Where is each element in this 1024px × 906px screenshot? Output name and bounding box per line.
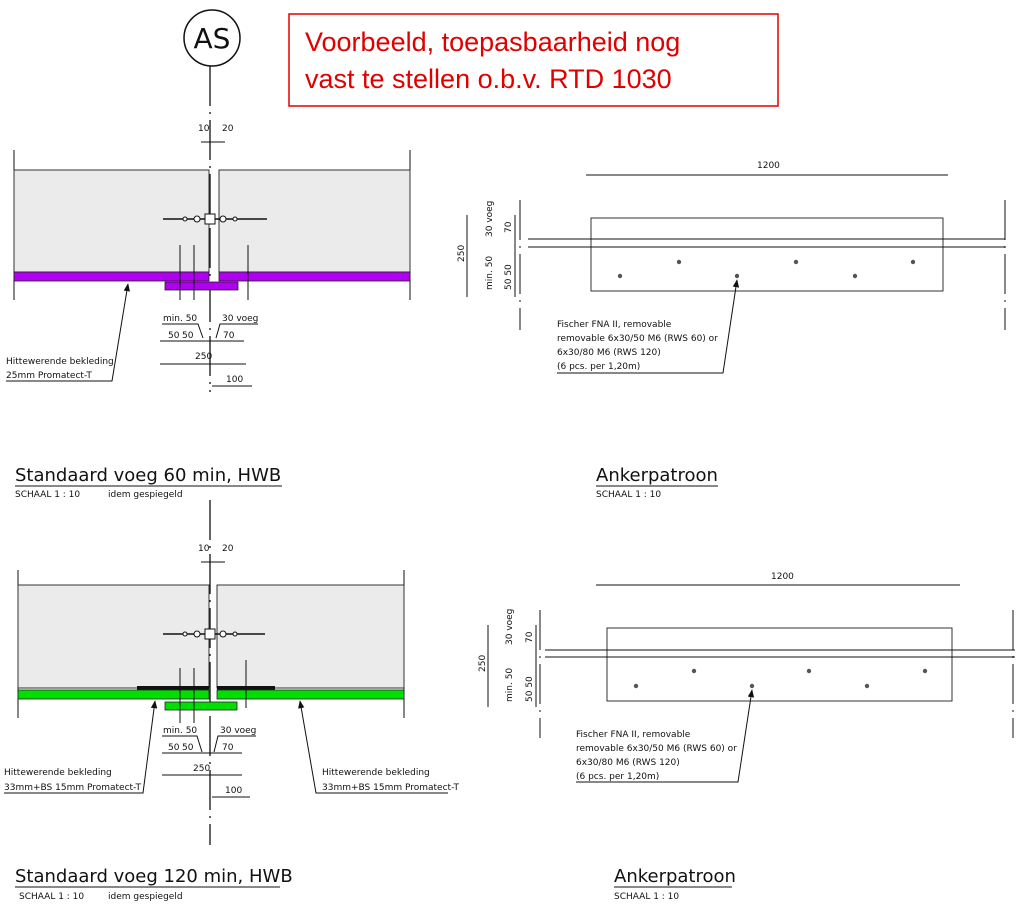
detail-note: idem gespiegeld [108, 892, 183, 902]
dim-1200: 1200 [757, 161, 780, 171]
dim-100: 100 [226, 375, 243, 385]
anchor-spec-line-4: (6 pcs. per 1,20m) [576, 772, 659, 782]
anchor-pattern-60: 1200 250 30 voeg 70 min. 50 50 50 Fische… [457, 161, 1006, 500]
anchor-spec-line-2: removable 6x30/50 M6 (RWS 60) or [557, 334, 718, 344]
dim-30-voeg: 30 voeg [220, 726, 256, 736]
anchor-point [806, 668, 812, 674]
dim-250: 250 [193, 764, 210, 774]
dim-50a: 50 [168, 331, 180, 341]
dim-250: 250 [195, 352, 212, 362]
concrete-panel-right [216, 584, 405, 689]
disclaimer-callout: Voorbeeld, toepasbaarheid nog vast te st… [288, 13, 779, 107]
anchor-point [793, 259, 799, 265]
cladding-label-right-line-1: Hittewerende bekleding [322, 768, 430, 778]
black-strip-left [137, 686, 209, 690]
dim-250: 250 [457, 245, 467, 262]
promatect-cover-plate [164, 701, 238, 711]
dim-50a: 50 [168, 743, 180, 753]
anchor-scale: SCHAAL 1 : 10 [596, 490, 661, 500]
anchor-spec-line-3: 6x30/80 M6 (RWS 120) [557, 348, 661, 358]
anchor-bolt [163, 628, 265, 640]
dim-min-50: min. 50 [505, 668, 515, 702]
promatect-cover-plate [164, 281, 239, 291]
axis-label: AS [194, 22, 231, 55]
anchor-point [676, 259, 682, 265]
detail-title: Standaard voeg 120 min, HWB [15, 866, 293, 887]
callout-line-2: vast te stellen o.b.v. RTD 1030 [305, 64, 672, 94]
dim-30-voeg: 30 voeg [222, 314, 258, 324]
dim-50-50: 50 50 [504, 264, 514, 290]
anchor-scale: SCHAAL 1 : 10 [614, 892, 679, 902]
anchor-spec-line-2: removable 6x30/50 M6 (RWS 60) or [576, 744, 737, 754]
anchor-spec-line-1: Fischer FNA II, removable [576, 730, 691, 740]
concrete-panel-left [17, 584, 210, 689]
anchor-bolt [163, 213, 267, 225]
anchor-title: Ankerpatroon [596, 465, 718, 486]
anchor-point [617, 273, 623, 279]
dim-100: 100 [225, 786, 242, 796]
anchor-point [633, 683, 639, 689]
dim-250: 250 [478, 655, 488, 672]
dim-70: 70 [222, 743, 234, 753]
concrete-panel-right [218, 169, 411, 273]
dim-50b: 50 [182, 331, 194, 341]
anchor-dots [617, 259, 916, 279]
anchor-point [734, 273, 740, 279]
anchor-point [922, 668, 928, 674]
anchor-point [691, 668, 697, 674]
dim-1200: 1200 [771, 572, 794, 582]
dim-30-voeg: 30 voeg [485, 201, 495, 237]
dim-min-50: min. 50 [163, 314, 197, 324]
dim-20: 20 [222, 124, 234, 134]
cladding-label-line-2: 25mm Promatect-T [6, 371, 92, 381]
anchor-dots [633, 668, 928, 689]
detail-scale: SCHAAL 1 : 10 [15, 490, 80, 500]
cladding-label-right-line-2: 33mm+BS 15mm Promatect-T [322, 783, 459, 793]
dim-50b: 50 [182, 743, 194, 753]
cladding-label-left-line-2: 33mm+BS 15mm Promatect-T [4, 783, 141, 793]
dim-70: 70 [525, 631, 535, 643]
promatect-strip-left [17, 689, 210, 700]
anchor-spec-line-3: 6x30/80 M6 (RWS 120) [576, 758, 680, 768]
dim-70: 70 [223, 331, 235, 341]
dim-10: 10 [198, 544, 210, 554]
cladding-label-line-1: Hittewerende bekleding [6, 357, 114, 367]
anchor-point [864, 683, 870, 689]
anchor-point [910, 259, 916, 265]
concrete-panel-left [13, 169, 210, 273]
dim-20: 20 [222, 544, 234, 554]
dim-70: 70 [504, 221, 514, 233]
dim-min-50: min. 50 [163, 726, 197, 736]
anchor-point [852, 273, 858, 279]
cladding-label-left-line-1: Hittewerende bekleding [4, 768, 112, 778]
dim-10: 10 [198, 124, 210, 134]
detail-title: Standaard voeg 60 min, HWB [15, 465, 281, 486]
detail-scale: SCHAAL 1 : 10 [19, 892, 84, 902]
dim-min-50: min. 50 [485, 256, 495, 290]
anchor-point [749, 683, 755, 689]
axis-marker: AS [183, 9, 241, 67]
callout-line-1: Voorbeeld, toepasbaarheid nog [305, 27, 680, 57]
promatect-strip-right [218, 271, 411, 282]
promatect-strip-right [216, 689, 405, 700]
detail-note: idem gespiegeld [108, 490, 183, 500]
detail-120-min: 10 20 min. 50 30 voeg 50 50 70 250 100 [4, 500, 459, 902]
anchor-title: Ankerpatroon [614, 866, 736, 887]
dim-50-50: 50 50 [525, 676, 535, 702]
anchor-spec-line-4: (6 pcs. per 1,20m) [557, 362, 640, 372]
dim-30-voeg: 30 voeg [505, 609, 515, 645]
anchor-pattern-120: 1200 250 30 voeg 70 min. 50 50 50 Fische… [478, 572, 1015, 902]
anchor-spec-line-1: Fischer FNA II, removable [557, 320, 672, 330]
detail-60-min: 10 20 min. 50 30 voeg 50 50 70 250 100 [6, 66, 411, 500]
promatect-strip-left [13, 271, 210, 282]
